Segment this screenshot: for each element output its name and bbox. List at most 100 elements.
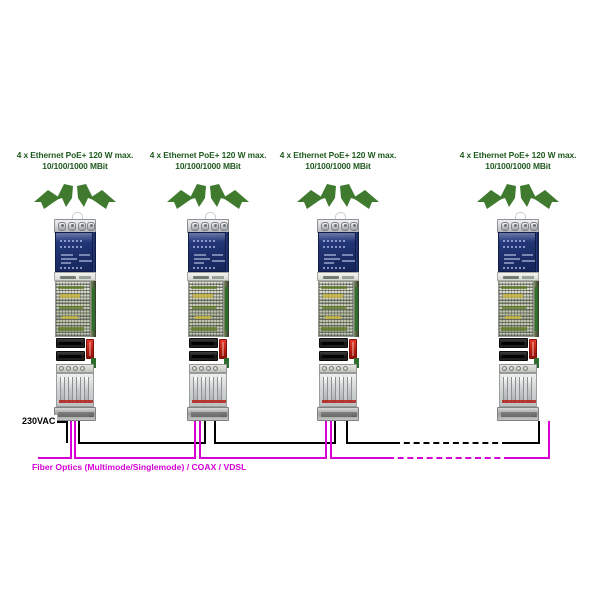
power-supply-module: [498, 281, 534, 337]
power-drop-device-3: [334, 421, 336, 444]
carry-bail-icon: [335, 212, 346, 222]
media-types-label: Fiber Optics (Multimode/Singlemode) / CO…: [30, 462, 249, 472]
poe-label-3-line2: 10/100/1000 MBit: [305, 161, 371, 171]
pcb-edge: [91, 281, 96, 337]
connector-pin[interactable]: [80, 366, 85, 371]
power-bus-dashed-gap: [394, 442, 508, 444]
connector-strip[interactable]: [189, 364, 227, 373]
media-drop-device-2b: [199, 421, 201, 459]
connector-strip[interactable]: [319, 364, 357, 373]
poe-label-1: 4 x Ethernet PoE+ 120 W max. 10/100/1000…: [5, 150, 145, 172]
poe-arrows-1: [20, 180, 130, 226]
pcb-edge: [354, 281, 359, 337]
media-drop-device-1b: [74, 421, 76, 459]
media-drop-device-1a: [70, 421, 72, 459]
mains-supply-drop-1: [66, 421, 68, 443]
poe-arrows-3-svg: [297, 184, 379, 209]
green-component: [91, 358, 96, 368]
m12-port[interactable]: [331, 221, 339, 231]
m12-port[interactable]: [501, 221, 509, 231]
media-drop-device-3b: [330, 421, 332, 459]
connector-pin[interactable]: [59, 366, 64, 371]
connector-pin[interactable]: [322, 366, 327, 371]
clear-terminal-housing: [499, 373, 537, 407]
connector-pin[interactable]: [502, 366, 507, 371]
brand-band: [54, 272, 96, 281]
connector-pin[interactable]: [509, 366, 514, 371]
screw-icon: [222, 412, 226, 417]
poe-label-3-line1: 4 x Ethernet PoE+ 120 W max.: [279, 150, 397, 160]
red-component: [86, 339, 94, 359]
connector-pin[interactable]: [523, 366, 528, 371]
m12-port[interactable]: [211, 221, 219, 231]
m12-port[interactable]: [87, 221, 95, 231]
media-bus-2-3: [199, 457, 327, 459]
poe-label-4-line1: 4 x Ethernet PoE+ 120 W max.: [459, 150, 577, 160]
carry-bail-icon: [72, 212, 83, 222]
clear-terminal-housing: [56, 373, 94, 407]
m12-port-plate: [187, 219, 229, 233]
brand-band: [317, 272, 359, 281]
green-component: [534, 358, 539, 368]
connector-pin[interactable]: [336, 366, 341, 371]
media-bus-start: [38, 457, 72, 459]
power-drop-device-2: [204, 421, 206, 444]
m12-port-plate: [497, 219, 539, 233]
clear-terminal-housing: [319, 373, 357, 407]
poe-label-1-line2: 10/100/1000 MBit: [42, 161, 108, 171]
m12-port[interactable]: [511, 221, 519, 231]
power-supply-module: [55, 281, 91, 337]
poe-label-2-line1: 4 x Ethernet PoE+ 120 W max.: [149, 150, 267, 160]
terminal-blocks: [189, 338, 219, 364]
media-drop-device-4: [548, 421, 550, 459]
poe-label-4: 4 x Ethernet PoE+ 120 W max. 10/100/1000…: [448, 150, 588, 172]
red-component: [219, 339, 227, 359]
terminal-blocks: [56, 338, 86, 364]
m12-port[interactable]: [321, 221, 329, 231]
m12-port[interactable]: [530, 221, 538, 231]
connector-pin[interactable]: [343, 366, 348, 371]
m12-port[interactable]: [68, 221, 76, 231]
m12-port[interactable]: [58, 221, 66, 231]
din-rail-foot: [187, 407, 229, 421]
poe-arrows-2: [153, 180, 263, 226]
power-drop-device-2b: [214, 421, 216, 444]
connector-pin[interactable]: [516, 366, 521, 371]
connector-pin[interactable]: [73, 366, 78, 371]
blue-switch-module: [188, 232, 226, 272]
din-rail-foot: [317, 407, 359, 421]
media-bus-dashed-gap: [388, 457, 510, 459]
connector-pin[interactable]: [329, 366, 334, 371]
media-bus-1-2: [74, 457, 196, 459]
terminal-blocks: [319, 338, 349, 364]
m12-port-plate: [54, 219, 96, 233]
blue-switch-module: [498, 232, 536, 272]
carry-bail-icon: [205, 212, 216, 222]
connector-pin[interactable]: [66, 366, 71, 371]
m12-port[interactable]: [78, 221, 86, 231]
m12-port[interactable]: [521, 221, 529, 231]
poe-label-1-line1: 4 x Ethernet PoE+ 120 W max.: [16, 150, 134, 160]
power-drop-device-4: [538, 421, 540, 444]
poe-arrows-4: [463, 180, 573, 226]
connector-strip[interactable]: [499, 364, 537, 373]
connector-pin[interactable]: [206, 366, 211, 371]
poe-label-3: 4 x Ethernet PoE+ 120 W max. 10/100/1000…: [268, 150, 408, 172]
blue-module-side: [226, 232, 229, 272]
pcb-edge: [224, 281, 229, 337]
power-drop-device-3b: [346, 421, 348, 444]
connector-pin[interactable]: [213, 366, 218, 371]
power-supply-module: [318, 281, 354, 337]
green-component: [224, 358, 229, 368]
blue-module-side: [356, 232, 359, 272]
connector-strip[interactable]: [56, 364, 94, 373]
m12-port[interactable]: [220, 221, 228, 231]
connector-pin[interactable]: [199, 366, 204, 371]
m12-port[interactable]: [341, 221, 349, 231]
m12-port[interactable]: [350, 221, 358, 231]
brand-band: [187, 272, 229, 281]
poe-label-2: 4 x Ethernet PoE+ 120 W max. 10/100/1000…: [138, 150, 278, 172]
m12-port[interactable]: [201, 221, 209, 231]
connector-pin[interactable]: [192, 366, 197, 371]
m12-port[interactable]: [191, 221, 199, 231]
